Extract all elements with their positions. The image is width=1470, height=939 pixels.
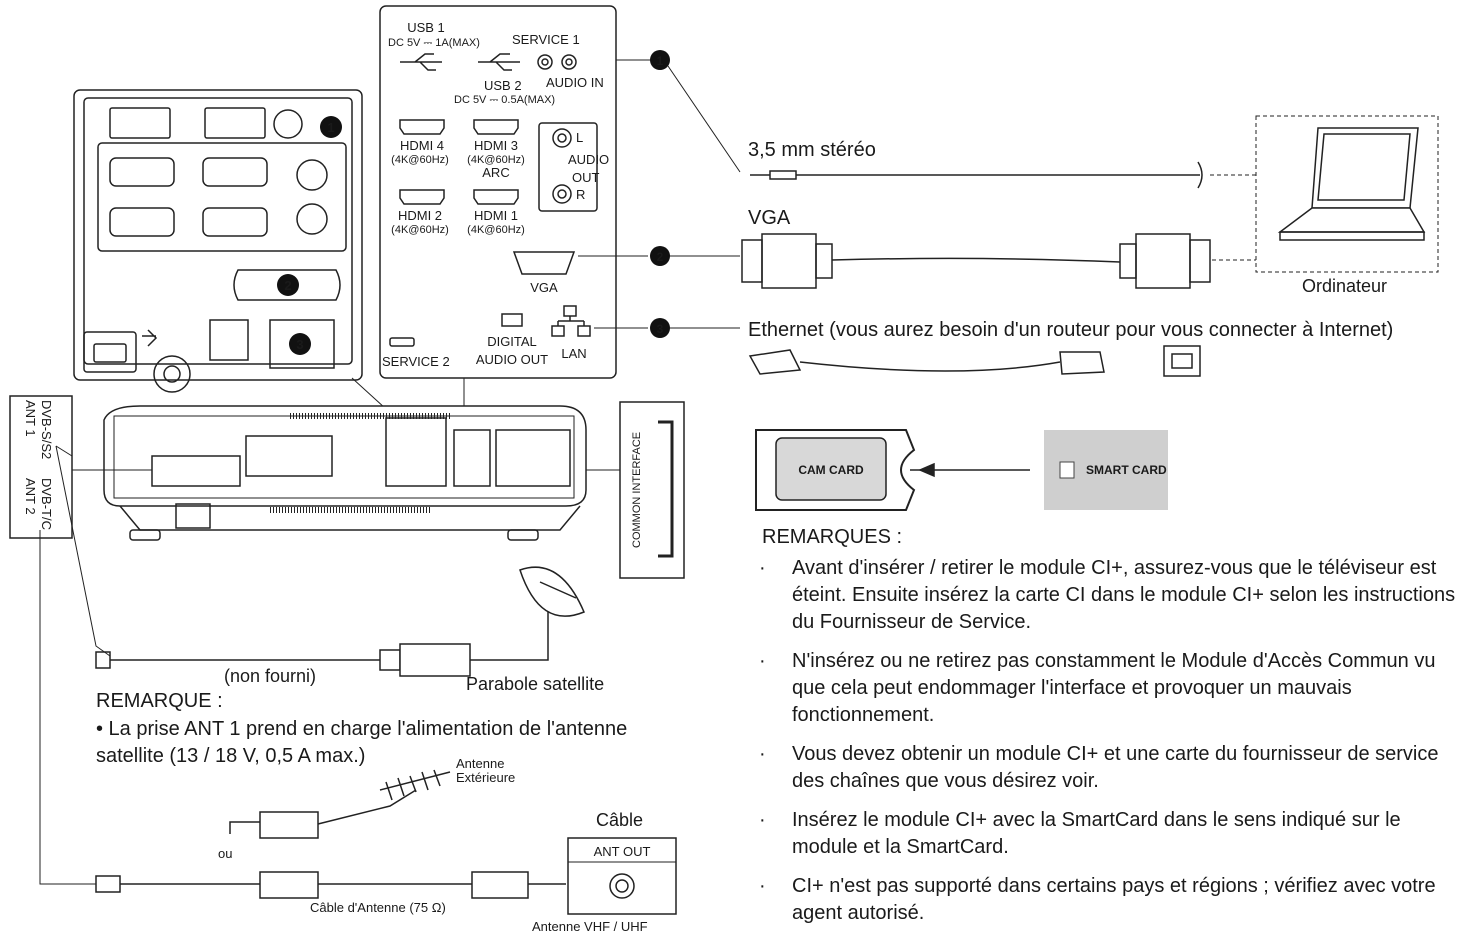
ant1-standard: DVB-S/S2	[39, 400, 54, 459]
digital-label-2: AUDIO OUT	[476, 352, 548, 367]
audio-out-label-2: OUT	[572, 170, 600, 185]
remark-item: ·N'insérez ou ne retirez pas constamment…	[759, 650, 1436, 726]
digital-label-1: DIGITAL	[487, 334, 537, 349]
audio-in-label: AUDIO IN	[546, 75, 604, 90]
vga-cable-label: VGA	[748, 207, 791, 229]
outdoor-antenna-icon	[379, 769, 451, 801]
outdoor-antenna-label-2: Extérieure	[456, 770, 515, 785]
tv-body	[103, 405, 587, 541]
hdmi1-label: HDMI 1	[474, 208, 518, 223]
antenna-input-box	[9, 395, 73, 539]
ant2-standard: DVB-T/C	[39, 478, 54, 530]
service1-label: SERVICE 1	[512, 32, 580, 47]
satellite-remark-title: REMARQUE :	[96, 690, 223, 712]
antenna-cable-label: Câble d'Antenne (75 Ω)	[310, 900, 446, 915]
computer-label: Ordinateur	[1302, 276, 1387, 296]
usb2-label: USB 2	[484, 78, 522, 93]
remark-item: ·Insérez le module CI+ avec la SmartCard…	[759, 809, 1401, 858]
hdmi4-label: HDMI 4	[400, 138, 444, 153]
marker-1-cable: 1	[650, 50, 670, 70]
usb1-power: DC 5V ⎓ 1A(MAX)	[388, 37, 480, 49]
cam-card-label: CAM CARD	[798, 463, 864, 477]
or-label: ou	[218, 846, 232, 861]
smart-card-label: SMART CARD	[1086, 463, 1167, 477]
outdoor-antenna-label-1: Antenne	[456, 756, 504, 771]
marker-2-cable: 2	[650, 246, 670, 266]
usb1-label: USB 1	[407, 20, 445, 35]
port-panel	[379, 5, 617, 379]
svg-text:3: 3	[296, 337, 303, 352]
service2-label: SERVICE 2	[382, 354, 450, 369]
ci-slot-box	[619, 401, 685, 579]
svg-text:1: 1	[657, 54, 664, 68]
ant-out-box	[567, 837, 677, 915]
computer-frame	[1255, 115, 1439, 273]
ant1-label: ANT 1	[23, 400, 38, 437]
hdmi3-label: HDMI 3	[474, 138, 518, 153]
remarks-list: ·Avant d'insérer / retirer le module CI+…	[756, 555, 1456, 939]
audio-out-l: L	[576, 130, 583, 145]
usb2-power: DC 5V ⎓ 0.5A(MAX)	[454, 94, 555, 106]
marker-2-panel: 2	[277, 274, 299, 296]
hdmi3-spec: (4K@60Hz)	[467, 154, 525, 166]
svg-text:1: 1	[327, 120, 334, 135]
ant2-label: ANT 2	[23, 478, 38, 515]
remark-item: ·CI+ n'est pas supporté dans certains pa…	[759, 875, 1436, 924]
rear-panel-closeup	[73, 89, 363, 393]
stereo-cable-label: 3,5 mm stéréo	[748, 139, 876, 161]
lan-label: LAN	[561, 346, 586, 361]
laptop-icon	[1277, 127, 1426, 241]
remark-item: ·Vous devez obtenir un module CI+ et une…	[759, 743, 1439, 792]
audio-out-label-1: AUDIO	[568, 152, 609, 167]
common-interface-label: COMMON INTERFACE	[631, 432, 643, 548]
cam-card	[755, 429, 1030, 511]
audio-out-r: R	[576, 187, 585, 202]
marker-1-panel: 1	[320, 116, 342, 138]
ant-out-label: ANT OUT	[594, 844, 651, 859]
dish-label: Parabole satellite	[466, 674, 604, 694]
marker-3-cable: 3	[650, 318, 670, 338]
remarks-title: REMARQUES :	[762, 526, 903, 548]
hdmi2-spec: (4K@60Hz)	[391, 224, 449, 236]
hdmi2-label: HDMI 2	[398, 208, 442, 223]
marker-3-panel: 3	[289, 333, 311, 355]
remark-item: ·Avant d'insérer / retirer le module CI+…	[759, 557, 1456, 633]
hdmi4-spec: (4K@60Hz)	[391, 154, 449, 166]
svg-text:3: 3	[657, 322, 664, 336]
not-supplied-label: (non fourni)	[224, 666, 316, 686]
cable-title: Câble	[596, 810, 643, 830]
svg-text:2: 2	[284, 278, 291, 293]
svg-text:2: 2	[657, 250, 664, 264]
hdmi3-arc: ARC	[482, 165, 509, 180]
vhf-uhf-label: Antenne VHF / UHF	[532, 919, 648, 933]
satellite-dish-icon	[519, 566, 585, 617]
hdmi1-spec: (4K@60Hz)	[467, 224, 525, 236]
satellite-remark-text: • La prise ANT 1 prend en charge l'alime…	[96, 718, 628, 767]
ethernet-cable-label: Ethernet (vous aurez besoin d'un routeur…	[748, 319, 1393, 341]
vga-port-label: VGA	[530, 280, 558, 295]
